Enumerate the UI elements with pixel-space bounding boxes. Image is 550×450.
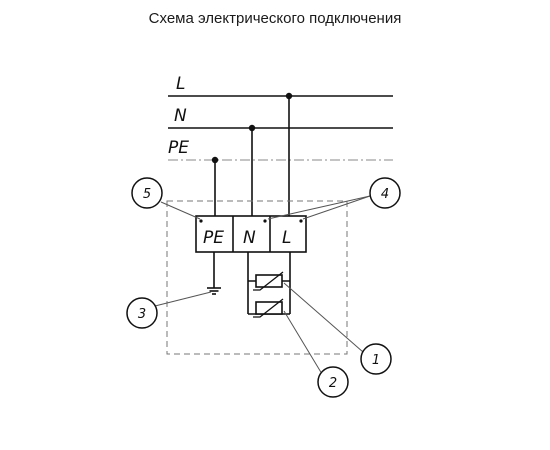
leader-5 xyxy=(160,201,201,220)
terminal-screw xyxy=(299,219,303,223)
heater-element-1 xyxy=(253,271,284,291)
callout-1: 1 xyxy=(360,343,392,375)
device-enclosure xyxy=(166,200,348,355)
heater-element-2 xyxy=(253,298,284,318)
bus-label-pe: PE xyxy=(168,138,189,158)
page-title: Схема электрического подключения xyxy=(148,10,402,27)
callout-2: 2 xyxy=(317,366,349,398)
callout-3-label: 3 xyxy=(138,307,146,322)
callout-2-label: 2 xyxy=(329,376,337,391)
ground-icon xyxy=(207,287,221,295)
leader-3 xyxy=(154,291,212,307)
terminal-block xyxy=(195,215,307,253)
terminal-label-l: L xyxy=(282,228,291,248)
bus-label-l: L xyxy=(176,74,185,94)
terminal-label-pe: PE xyxy=(203,228,224,248)
callout-1-label: 1 xyxy=(372,353,380,368)
callout-5-label: 5 xyxy=(143,187,151,202)
leader-2 xyxy=(283,310,323,375)
terminal-screw xyxy=(263,219,267,223)
callout-4: 4 xyxy=(369,177,401,209)
terminal-label-n: N xyxy=(243,228,256,248)
leader-1 xyxy=(283,282,364,353)
leader-4a xyxy=(267,195,371,220)
terminal-screw xyxy=(199,219,203,223)
leader-4b xyxy=(302,195,371,220)
callout-3: 3 xyxy=(126,297,158,329)
callout-5: 5 xyxy=(131,177,163,209)
bus-label-n: N xyxy=(174,106,187,126)
callout-4-label: 4 xyxy=(381,187,389,202)
